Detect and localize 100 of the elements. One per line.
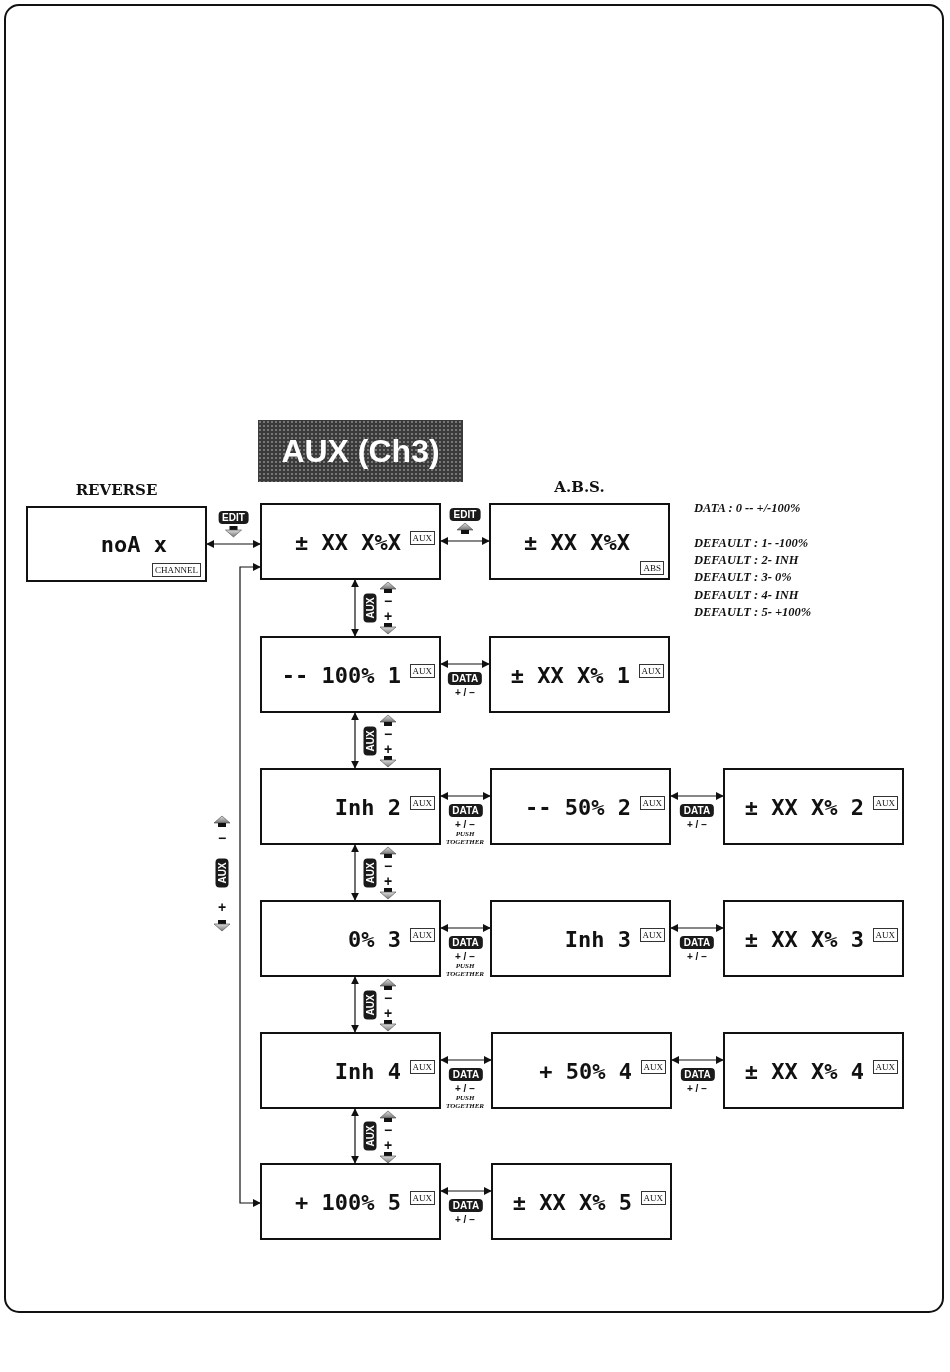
sign-label: − <box>383 594 393 608</box>
mode-indicator: AUX <box>640 1060 666 1074</box>
sign-label: + / − <box>455 687 475 698</box>
edge-label: DATA <box>448 804 483 817</box>
lcd-display <box>260 1032 441 1109</box>
lcd-readout: 0% 3 <box>348 926 401 951</box>
arrow <box>351 976 359 1033</box>
lcd-display <box>723 1032 904 1109</box>
lcd-display <box>723 900 904 977</box>
arrow <box>239 563 261 1207</box>
lcd-readout: noA x <box>100 531 167 557</box>
mode-indicator: ABS <box>640 561 664 575</box>
key-label: AUX <box>215 858 229 888</box>
lcd-display <box>490 768 671 845</box>
mode-indicator: AUX <box>640 1191 666 1205</box>
screen-heading: A.B.S. <box>553 478 606 496</box>
mode-indicator: AUX <box>409 1191 435 1205</box>
mode-indicator: AUX <box>872 796 898 810</box>
edge-label: DATA <box>448 936 483 949</box>
lcd-display <box>489 636 670 713</box>
edge-label: DATA <box>679 936 715 949</box>
arrow <box>440 792 491 800</box>
arrow <box>671 1056 724 1064</box>
sign-label: + <box>383 874 393 888</box>
sign-label: − <box>383 991 393 1005</box>
mode-indicator: AUX <box>872 928 898 942</box>
screen-heading: REVERSE <box>74 481 159 499</box>
sign-label: − <box>217 831 227 845</box>
note-text: DEFAULT : 2- INH <box>694 553 799 568</box>
mode-indicator: AUX <box>639 928 665 942</box>
sign-label: + / − <box>687 819 707 830</box>
lcd-readout: ± XX X% 4 <box>744 1058 864 1083</box>
lcd-readout: -- 100% 1 <box>281 662 401 687</box>
lcd-display <box>260 900 441 977</box>
lcd-readout: Inh 3 <box>564 926 631 951</box>
note-text: DEFAULT : 5- +100% <box>694 605 812 620</box>
sign-label: − <box>383 1123 393 1137</box>
lcd-readout: ± XX X%X <box>524 529 630 554</box>
lcd-display <box>260 768 441 845</box>
lcd-readout: ± XX X% 2 <box>744 794 864 819</box>
lcd-display <box>260 503 441 580</box>
arrow <box>351 1108 359 1164</box>
edge-label: DATA <box>448 1199 484 1212</box>
edge-label: DATA <box>448 1068 484 1081</box>
title-banner: AUX (Ch3) <box>258 420 463 482</box>
lcd-readout: + 50% 4 <box>539 1058 632 1083</box>
arrow <box>206 540 261 548</box>
mode-indicator: AUX <box>638 664 664 678</box>
note-text: DEFAULT : 3- 0% <box>694 570 792 585</box>
arrow <box>351 712 359 769</box>
sign-label: + / − <box>687 1083 707 1094</box>
sign-label: + <box>383 609 393 623</box>
sign-label: + <box>383 1138 393 1152</box>
lcd-readout: Inh 4 <box>334 1058 401 1083</box>
lcd-readout: + 100% 5 <box>295 1189 401 1214</box>
lcd-readout: ± XX X% 1 <box>510 662 630 687</box>
mode-indicator: AUX <box>409 928 435 942</box>
sign-label: + <box>217 900 227 914</box>
sign-label: + <box>383 742 393 756</box>
mode-indicator: AUX <box>872 1060 898 1074</box>
edge-label: AUX <box>363 989 377 1020</box>
arrow <box>351 579 359 637</box>
mode-indicator: AUX <box>409 1060 435 1074</box>
mode-indicator: CHANNEL <box>152 563 201 577</box>
sign-label: + / − <box>455 1083 475 1094</box>
note-text: DEFAULT : 1- -100% <box>694 536 809 551</box>
arrow <box>440 1187 492 1195</box>
arrow <box>440 537 490 545</box>
lcd-readout: Inh 2 <box>334 794 401 819</box>
lcd-display <box>260 636 441 713</box>
arrow <box>351 844 359 901</box>
lcd-display <box>491 1032 672 1109</box>
sign-label: + / − <box>455 819 475 830</box>
mode-indicator: AUX <box>409 531 435 545</box>
edge-label: EDIT <box>449 508 481 521</box>
note-text: DEFAULT : 4- INH <box>694 588 799 603</box>
sign-label: + / − <box>455 1214 475 1225</box>
mode-indicator: AUX <box>409 664 435 678</box>
arrow <box>440 924 491 932</box>
lcd-display <box>260 1163 441 1240</box>
sign-label: + / − <box>455 951 475 962</box>
edge-label: EDIT <box>218 511 249 524</box>
edge-label: AUX <box>363 1121 377 1151</box>
sign-label: + <box>383 1006 393 1020</box>
mode-indicator: AUX <box>639 796 665 810</box>
sign-label: − <box>383 859 393 873</box>
edge-label: AUX <box>363 593 377 623</box>
sign-label: + / − <box>687 951 707 962</box>
sign-label: − <box>383 727 393 741</box>
lcd-readout: ± XX X% 3 <box>744 926 864 951</box>
arrow <box>670 924 724 932</box>
lcd-display <box>723 768 904 845</box>
lcd-readout: -- 50% 2 <box>525 794 631 819</box>
arrow <box>440 660 490 668</box>
edge-label: AUX <box>363 725 377 756</box>
lcd-readout: ± XX X%X <box>295 529 401 554</box>
arrow <box>670 792 724 800</box>
note-text: DATA : 0 -- +/-100% <box>694 501 801 516</box>
edge-label: DATA <box>680 1068 715 1081</box>
arrow <box>440 1056 492 1064</box>
